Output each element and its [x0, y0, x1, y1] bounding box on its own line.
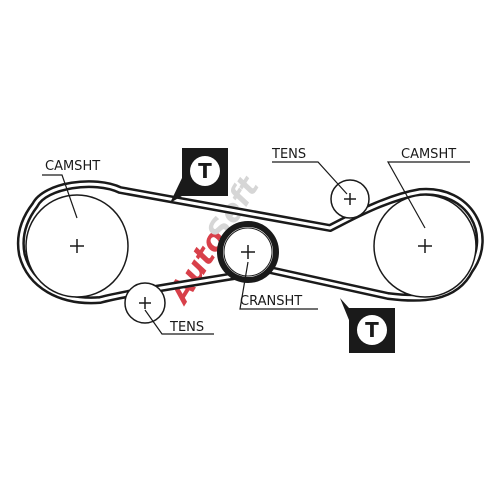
label-camshaft-left: CAMSHT	[45, 159, 100, 174]
leader-camshaft-left	[42, 174, 78, 219]
leader-tensioner-bottom	[144, 309, 214, 335]
label-crankshaft: CRANSHT	[240, 294, 302, 309]
tensioner-pulley-bottom	[124, 282, 166, 324]
leader-crankshaft	[239, 261, 318, 310]
tensioner-pulley-top	[330, 179, 370, 219]
label-tensioner-bottom: TENS	[169, 320, 204, 335]
leader-camshaft-right	[386, 161, 470, 229]
label-camshaft-right: CAMSHT	[401, 147, 456, 162]
crankshaft-pulley	[217, 221, 279, 283]
leader-tensioner-top	[272, 161, 348, 195]
label-tensioner-top: TENS	[271, 147, 306, 162]
tag-top-text: T	[198, 159, 212, 183]
tag-bottom-text: T	[365, 318, 379, 342]
leader-lines	[42, 161, 470, 335]
plus-icon	[241, 245, 255, 259]
camshaft-pulley-right	[373, 194, 477, 298]
plus-icon	[418, 239, 432, 253]
t-marker-icon: T	[340, 298, 395, 353]
t-marker-icon: T	[170, 148, 228, 203]
plus-icon	[139, 297, 151, 309]
plus-icon	[70, 239, 84, 253]
camshaft-pulley-left	[25, 194, 129, 298]
plus-icon	[344, 193, 356, 205]
